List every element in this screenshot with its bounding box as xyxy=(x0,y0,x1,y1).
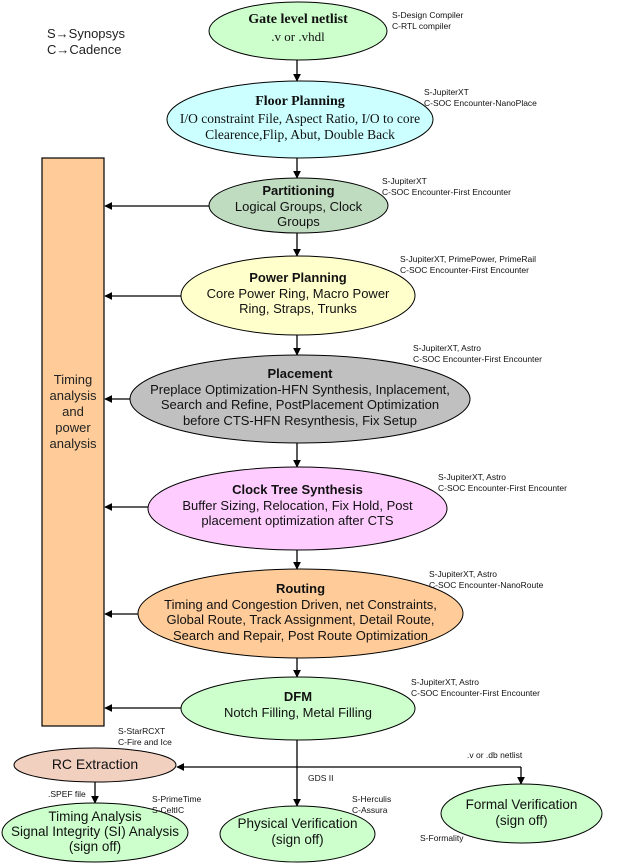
bar-line: and xyxy=(62,404,84,419)
tools-physical-verification: S-Herculis C-Assura xyxy=(352,794,391,816)
tool-line: C-SOC Encounter-First Encounter xyxy=(413,354,542,364)
legend-synopsys: S→Synopsys xyxy=(47,26,126,41)
tool-line: S-CeltIC xyxy=(152,805,185,815)
tool-line: C-SOC Encounter-NanoPlace xyxy=(424,98,537,108)
tools-rc-extraction: S-StarRCXT C-Fire and Ice xyxy=(118,726,172,748)
tool-line: S-JupiterXT, Astro xyxy=(411,677,480,687)
tool-line: S-JupiterXT, Astro xyxy=(438,472,507,482)
tools-timing-analysis: S-PrimeTime S-CeltIC xyxy=(152,794,201,816)
tools-cts: S-JupiterXT, Astro C-SOC Encounter-First… xyxy=(438,472,567,494)
ellipse-timing[interactable] xyxy=(1,802,189,863)
ellipse-power[interactable] xyxy=(180,255,416,336)
bar-line: analysis xyxy=(49,436,97,451)
legend-cadence: C→Cadence xyxy=(47,42,122,57)
ellipse-dfm[interactable] xyxy=(180,676,416,741)
bar-line: analysis xyxy=(49,388,97,403)
bar-line: power xyxy=(55,420,91,435)
tool-line: C-SOC Encounter-First Encounter xyxy=(382,187,511,197)
tool-line: S-JupiterXT, Astro xyxy=(429,569,498,579)
ellipse-routing[interactable] xyxy=(137,568,464,659)
tools-partitioning: S-JupiterXT C-SOC Encounter-First Encoun… xyxy=(382,176,511,198)
timing-power-analysis-label: Timing analysis and power analysis xyxy=(42,372,104,452)
ellipse-rc[interactable] xyxy=(13,747,177,783)
tool-line: S-Herculis xyxy=(352,794,392,804)
tools-netlist: S-Design Compiler C-RTL compiler xyxy=(392,10,463,32)
edges xyxy=(91,60,525,807)
tool-line: C-SOC Encounter-NanoRoute xyxy=(429,580,544,590)
tool-line: C-RTL compiler xyxy=(392,21,452,31)
tools-formal-verification: S-Formality xyxy=(420,833,463,844)
ellipse-formal[interactable] xyxy=(440,783,603,844)
tool-line: S-JupiterXT xyxy=(424,87,469,97)
tool-line: S-Design Compiler xyxy=(392,10,464,20)
edge-label-netlist: .v or .db netlist xyxy=(467,750,523,760)
ellipse-cts[interactable] xyxy=(147,466,448,551)
nodes xyxy=(1,1,603,863)
ellipse-physical[interactable] xyxy=(219,805,376,863)
tool-line: S-JupiterXT, PrimePower, PrimeRail xyxy=(400,254,537,264)
tool-line: S-StarRCXT xyxy=(118,726,166,736)
tools-floor-planning: S-JupiterXT C-SOC Encounter-NanoPlace xyxy=(424,87,537,109)
tool-line: C-Fire and Ice xyxy=(118,737,172,747)
ellipse-placement[interactable] xyxy=(129,354,471,444)
tools-dfm: S-JupiterXT, Astro C-SOC Encounter-First… xyxy=(411,677,540,699)
tools-power-planning: S-JupiterXT, PrimePower, PrimeRail C-SOC… xyxy=(400,254,536,276)
timing-power-analysis-bar xyxy=(41,157,105,727)
bar-line: Timing xyxy=(53,372,93,387)
vendor-legend: S→Synopsys C→Cadence xyxy=(47,26,125,58)
tool-line: C-SOC Encounter-First Encounter xyxy=(438,483,567,493)
ellipse-netlist[interactable] xyxy=(208,1,388,61)
tool-line: S-JupiterXT, Astro xyxy=(413,343,482,353)
tool-line: C-SOC Encounter-First Encounter xyxy=(400,265,529,275)
tool-line: C-SOC Encounter-First Encounter xyxy=(411,688,540,698)
edge-label-spef: .SPEF file xyxy=(48,789,86,799)
ellipse-floor[interactable] xyxy=(166,80,434,159)
tools-routing: S-JupiterXT, Astro C-SOC Encounter-NanoR… xyxy=(429,569,543,591)
tool-line: C-Assura xyxy=(352,805,388,815)
ellipse-partition[interactable] xyxy=(208,177,389,234)
tool-line: S-Formality xyxy=(420,833,464,843)
tools-placement: S-JupiterXT, Astro C-SOC Encounter-First… xyxy=(413,343,542,365)
tool-line: S-PrimeTime xyxy=(152,794,202,804)
tool-line: S-JupiterXT xyxy=(382,176,427,186)
edge-label-gds: GDS II xyxy=(308,773,334,783)
